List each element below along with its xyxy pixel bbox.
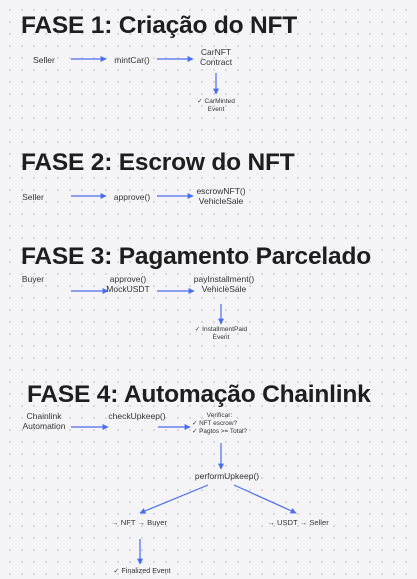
phase4-title: FASE 4: Automação Chainlink (27, 381, 371, 408)
phase4-actor-line1: Chainlink (26, 411, 62, 421)
phase4-actor-label: Chainlink Automation (23, 411, 66, 431)
phase4-verify-line1: Verificar: (206, 412, 233, 419)
phase1-contract-line2: Contract (199, 57, 233, 67)
phase3-event-line1: ✓ InstallmentPaid (194, 326, 248, 333)
phase3-event-line2: Event (212, 334, 230, 341)
phase1-event-line2: Event (207, 106, 225, 113)
arrow-perform-to-nft (139, 484, 209, 514)
phase1-mintcar-label: mintCar() (114, 55, 150, 65)
phase4-perform-label: performUpkeep() (194, 471, 260, 481)
phase4-verify-line2: ✓ NFT escrow? (192, 420, 238, 427)
phase4-final-event-label: ✓ Finalized Event (113, 566, 171, 575)
phase2-approve-label: approve() (113, 192, 151, 202)
phase4-usdt-seller-label: → USDT → Seller (267, 518, 329, 527)
phase3-title: FASE 3: Pagamento Parcelado (21, 243, 371, 270)
phase2-title: FASE 2: Escrow do NFT (21, 149, 295, 176)
phase3-approve-line1: approve() (109, 274, 147, 284)
phase3-approve-label: approve() MockUSDT (106, 274, 149, 294)
phase2-seller-label: Seller (22, 192, 44, 202)
phase3-event-label: ✓ InstallmentPaid Event (195, 326, 247, 342)
phase1-event-label: ✓ CarMinted Event (197, 98, 235, 114)
phase1-event-line1: ✓ CarMinted (197, 98, 235, 105)
phase3-pay-line2: VehicleSale (201, 284, 247, 294)
phase1-contract-line1: CarNFT (200, 47, 232, 57)
phase4-verify-line3: ✓ Pagtos >= Total? (192, 428, 247, 435)
phase3-buyer-label: Buyer (21, 274, 45, 284)
phase4-nft-buyer-label: → NFT → Buyer (111, 518, 167, 527)
phase1-seller-label: Seller (33, 55, 55, 65)
phase2-target-line1: escrowNFT() (196, 186, 246, 196)
arrow-perform-to-usdt (233, 484, 297, 514)
phase4-check-label: checkUpkeep() (108, 411, 166, 421)
phase1-title: FASE 1: Criação do NFT (21, 12, 298, 39)
phase2-target-line2: VehicleSale (198, 196, 244, 206)
phase4-verify-label: Verificar: ✓ NFT escrow? ✓ Pagtos >= Tot… (192, 412, 247, 436)
phase3-approve-line2: MockUSDT (106, 284, 150, 294)
phase1-contract-label: CarNFT Contract (200, 47, 232, 67)
phase3-pay-label: payInstallment() VehicleSale (194, 274, 254, 294)
phase2-target-label: escrowNFT() VehicleSale (196, 186, 245, 206)
phase3-pay-line1: payInstallment() (193, 274, 255, 284)
phase4-actor-line2: Automation (22, 421, 66, 431)
